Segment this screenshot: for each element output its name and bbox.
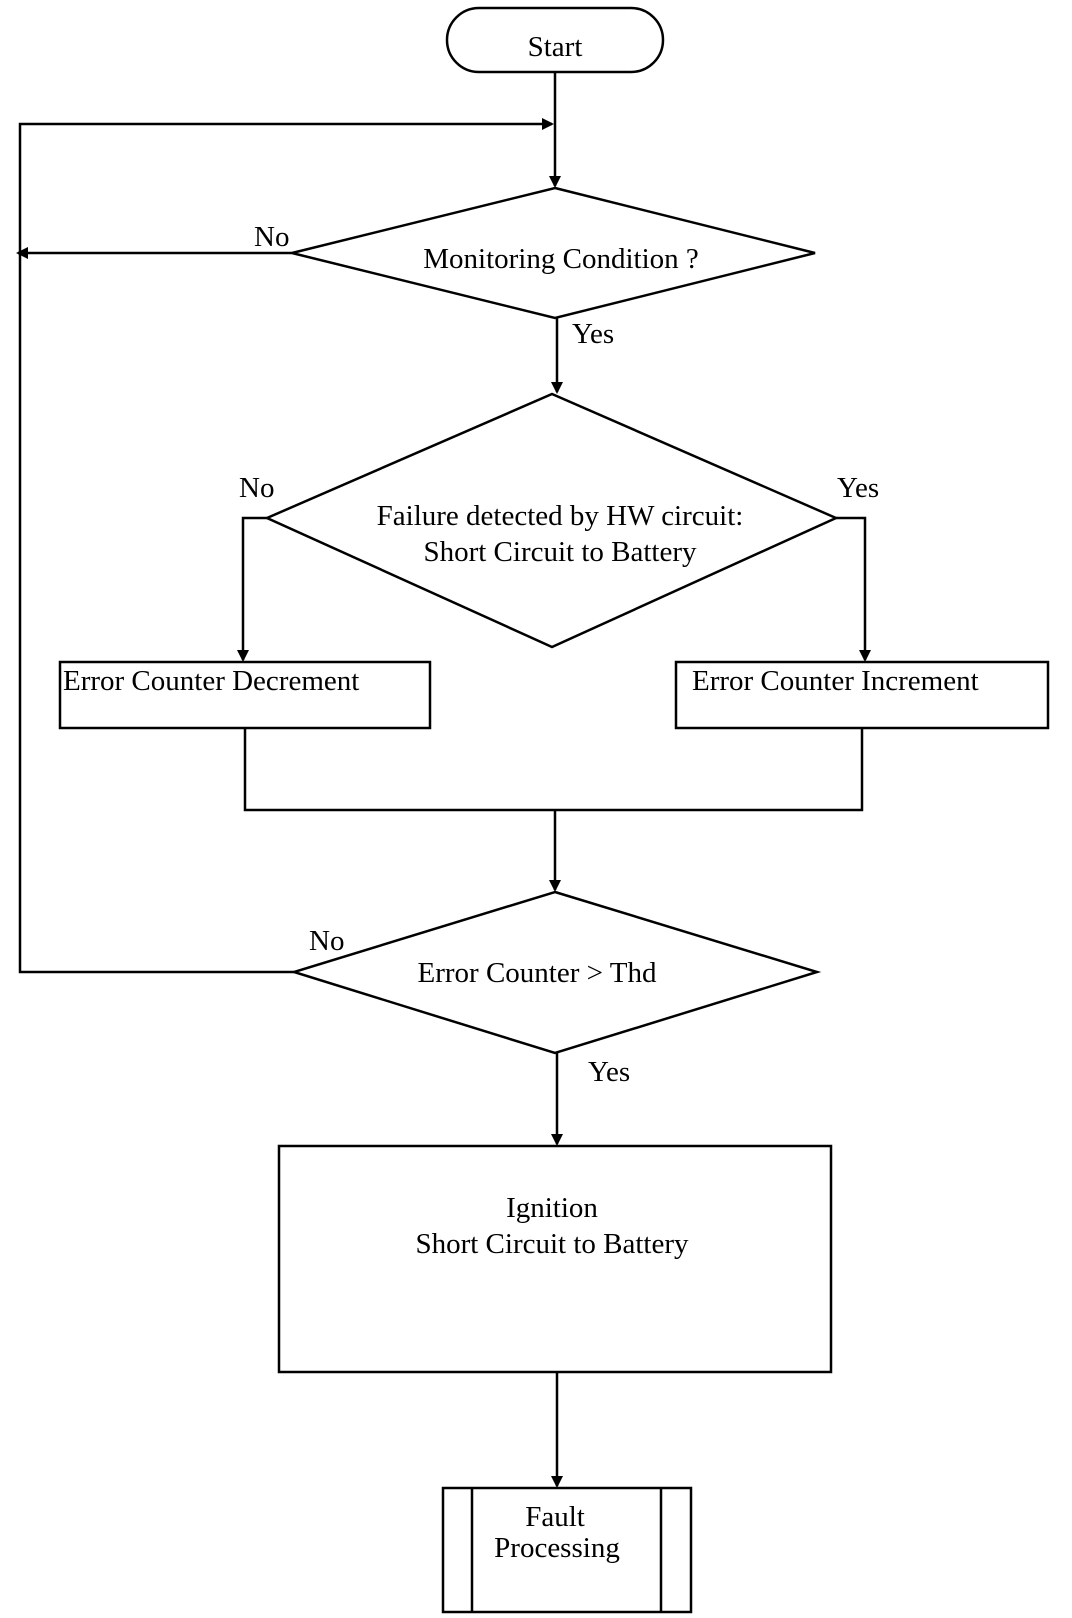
fault-label-line2: Processing <box>494 1532 620 1564</box>
failure-decision <box>263 392 840 649</box>
threshold-decision <box>289 890 822 1055</box>
start-label: Start <box>528 31 583 63</box>
ignition-label-line2: Short Circuit to Battery <box>415 1228 689 1260</box>
decrement-label: Error Counter Decrement <box>63 665 359 697</box>
ignition-box <box>277 1144 833 1374</box>
increment-label: Error Counter Increment <box>692 665 979 697</box>
failure-yes-label: Yes <box>837 472 879 504</box>
failure-label-line2: Short Circuit to Battery <box>423 536 697 568</box>
edge-failure-no <box>237 516 267 662</box>
edge-failure-yes <box>836 516 871 662</box>
failure-label-line1: Failure detected by HW circuit: <box>377 500 744 532</box>
threshold-yes-label: Yes <box>588 1056 630 1088</box>
monitoring-decision <box>291 186 816 320</box>
decrement-box <box>58 660 432 730</box>
threshold-no-label: No <box>309 925 344 957</box>
edge-merge <box>243 728 864 812</box>
fault-process-box <box>441 1486 693 1614</box>
ignition-label-line1: Ignition <box>506 1192 598 1224</box>
monitoring-no-label: No <box>254 221 289 253</box>
fault-label-line1: Fault <box>525 1501 585 1533</box>
monitoring-yes-label: Yes <box>572 318 614 350</box>
monitoring-label: Monitoring Condition ? <box>423 243 699 275</box>
threshold-label: Error Counter > Thd <box>418 957 657 989</box>
failure-no-label: No <box>239 472 274 504</box>
increment-box <box>674 660 1050 730</box>
edge-loop-back <box>18 118 554 974</box>
